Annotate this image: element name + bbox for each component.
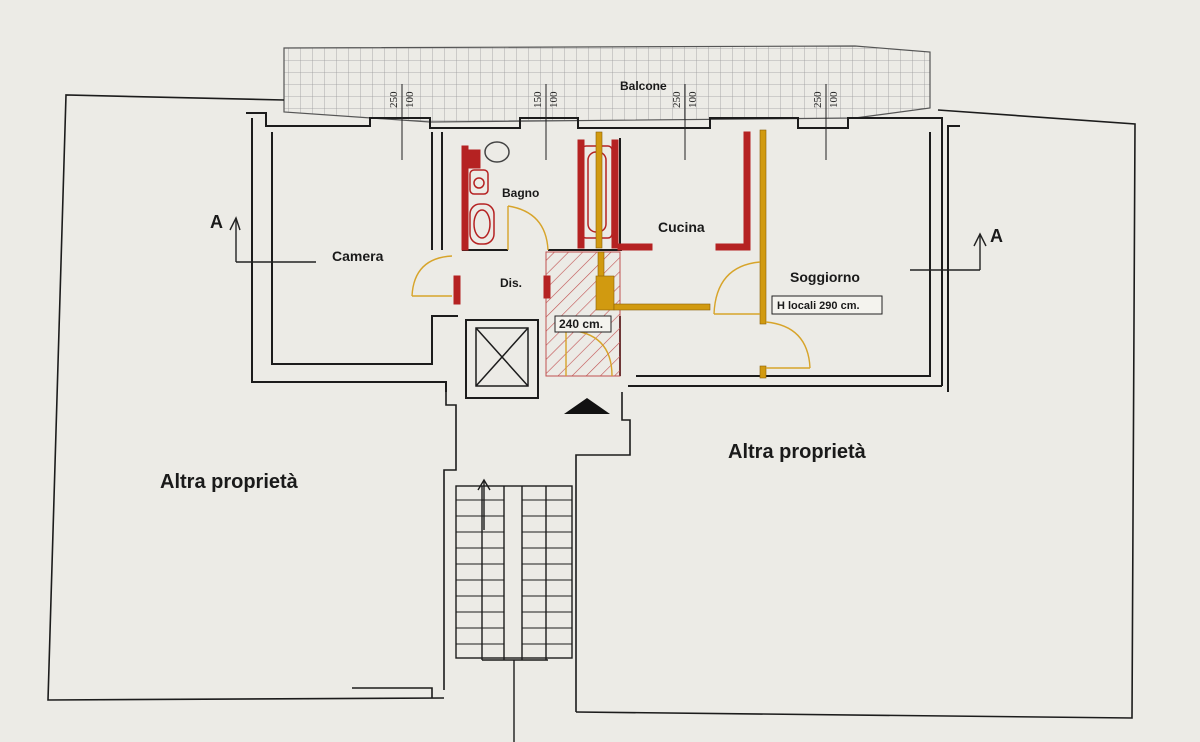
bathroom-label: Bagno — [502, 186, 539, 200]
kitchen-label: Cucina — [658, 219, 705, 235]
window-2-height: 150 — [532, 91, 544, 108]
bathroom-fixtures — [469, 141, 613, 245]
section-marker-left — [229, 216, 316, 263]
other-property-left: Altra proprietà — [160, 471, 299, 493]
height-note: H locali 290 cm. — [777, 300, 860, 312]
hall-height-box — [554, 315, 612, 333]
window-3-height: 250 — [671, 91, 683, 108]
property-boundaries — [47, 94, 1136, 719]
hall-label: Dis. — [500, 276, 522, 290]
balcony — [283, 45, 931, 123]
window-1-width: 100 — [404, 91, 416, 108]
section-letter-right: A — [990, 226, 1003, 246]
section-marker-right — [910, 232, 987, 271]
window-4-height: 250 — [812, 91, 824, 108]
entrance-arrow-icon — [564, 398, 610, 414]
height-note-box — [771, 295, 883, 315]
window-markers — [401, 84, 827, 160]
bedroom-label: Camera — [332, 248, 384, 264]
staircase — [455, 478, 573, 742]
hatched-area — [545, 251, 621, 377]
window-1-height: 250 — [388, 91, 400, 108]
window-2-width: 100 — [548, 91, 560, 108]
balcony-label: Balcone — [620, 79, 667, 93]
window-4-width: 100 — [828, 91, 840, 108]
elevator-shaft — [475, 327, 529, 387]
window-3-width: 100 — [687, 91, 699, 108]
demolition-walls — [453, 131, 751, 305]
living-label: Soggiorno — [790, 269, 860, 285]
apartment-walls — [246, 112, 960, 392]
new-walls — [595, 129, 767, 379]
other-property-right: Altra proprietà — [728, 441, 867, 463]
hall-height-note: 240 cm. — [559, 317, 603, 331]
section-letter-left: A — [210, 212, 223, 232]
